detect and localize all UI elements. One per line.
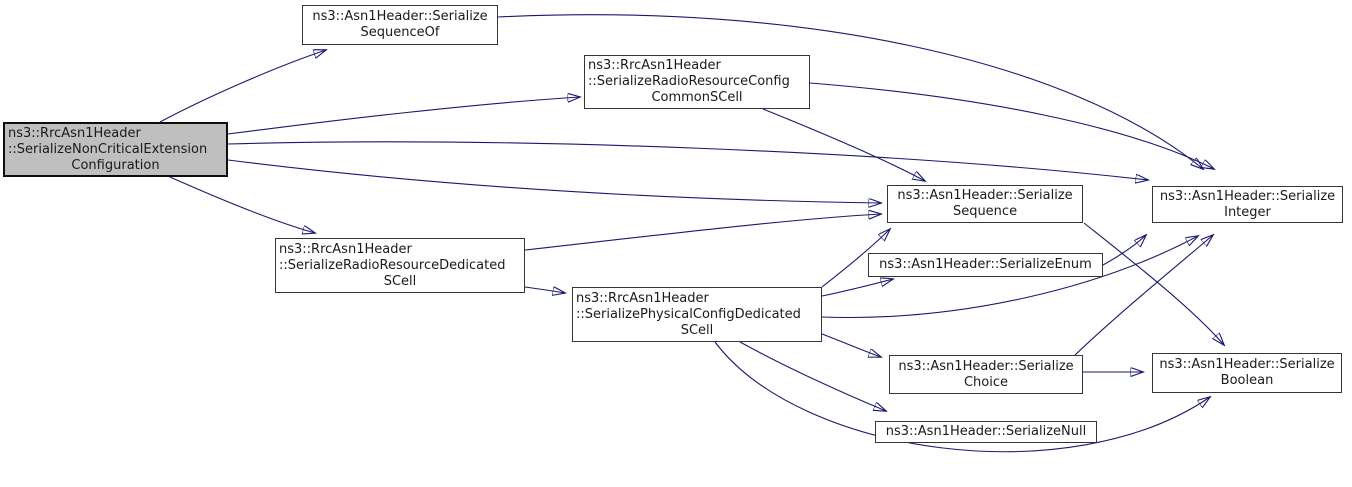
node-label-line: ns3::Asn1Header::Serialize — [897, 188, 1073, 203]
edge-noncriticalextension-to-integer — [227, 141, 1148, 180]
node-label-line: ns3::Asn1Header::Serialize — [1159, 188, 1336, 204]
node-label-line: ::SerializeRadioResourceConfig — [588, 74, 790, 89]
node-serialize-null[interactable]: ns3::Asn1Header::SerializeNull — [875, 421, 1097, 443]
edge-radioresourcededicatedscell-to-physicalconfigdedicatedscell — [524, 286, 565, 293]
edge-physicalconfigdedicatedscell-to-integer — [821, 236, 1198, 319]
node-serialize-enum[interactable]: ns3::Asn1Header::SerializeEnum — [868, 253, 1103, 277]
node-serialize-non-critical-extension-configuration[interactable]: ns3::RrcAsn1Header ::SerializeNonCritica… — [3, 122, 228, 177]
edge-noncriticalextension-to-radioresourceconfigcommonscell — [227, 97, 580, 135]
node-label-line: ns3::RrcAsn1Header — [588, 58, 721, 73]
edge-noncriticalextension-to-radioresourcededicatedscell — [169, 176, 315, 233]
node-label-line: SCell — [383, 273, 417, 289]
node-serialize-radio-resource-config-common-scell[interactable]: ns3::RrcAsn1Header ::SerializeRadioResou… — [584, 55, 810, 109]
node-label-line: ns3::RrcAsn1Header — [8, 125, 141, 141]
node-label-line: ns3::Asn1Header::Serialize — [898, 358, 1074, 374]
node-label-line: ns3::Asn1Header::SerializeNull — [885, 424, 1087, 439]
node-label-line: Integer — [1224, 204, 1271, 220]
edge-choice-to-integer — [1074, 235, 1213, 356]
node-label-line: CommonSCell — [651, 90, 743, 105]
node-label-line: ns3::RrcAsn1Header — [279, 241, 412, 257]
node-label-line: ns3::Asn1Header::Serialize — [1159, 357, 1335, 372]
node-label-line: Boolean — [1220, 373, 1274, 388]
edge-radioresourceconfigcommonscell-to-sequence — [762, 108, 925, 181]
node-label-line: ::SerializeRadioResourceDedicated — [279, 257, 506, 273]
node-serialize-boolean[interactable]: ns3::Asn1Header::Serialize Boolean — [1152, 353, 1342, 393]
node-serialize-integer[interactable]: ns3::Asn1Header::Serialize Integer — [1152, 186, 1343, 223]
edge-physicalconfigdedicatedscell-to-choice — [821, 333, 881, 357]
node-label-line: SCell — [680, 322, 714, 338]
node-label-line: ::SerializePhysicalConfigDedicated — [576, 306, 801, 322]
edge-sequence-to-boolean — [1083, 222, 1224, 345]
edge-physicalconfigdedicatedscell-to-enum — [821, 279, 893, 297]
node-label-line: ns3::Asn1Header::SerializeEnum — [879, 257, 1092, 272]
node-label-line: Choice — [963, 374, 1009, 390]
edge-radioresourcededicatedscell-to-sequence — [524, 214, 881, 251]
edge-physicalconfigdedicatedscell-to-null — [739, 341, 886, 411]
edge-sequenceof-to-integer — [497, 14, 1203, 169]
node-serialize-choice[interactable]: ns3::Asn1Header::Serialize Choice — [889, 355, 1083, 394]
edge-noncriticalextension-to-sequence — [227, 159, 881, 203]
edge-enum-to-integer — [1102, 235, 1146, 266]
node-serialize-physical-config-dedicated-scell[interactable]: ns3::RrcAsn1Header ::SerializePhysicalCo… — [572, 287, 822, 342]
node-label-line: SequenceOf — [360, 25, 440, 40]
node-label-line: ns3::Asn1Header::Serialize — [312, 9, 488, 24]
node-serialize-sequence[interactable]: ns3::Asn1Header::Serialize Sequence — [887, 185, 1083, 223]
node-label-line: Sequence — [952, 204, 1018, 219]
edge-physicalconfigdedicatedscell-to-sequence — [821, 229, 890, 288]
node-serialize-sequence-of[interactable]: ns3::Asn1Header::Serialize SequenceOf — [302, 5, 498, 45]
edge-physicalconfigdedicatedscell-to-boolean — [714, 341, 1210, 453]
edge-noncriticalextension-to-sequenceof — [159, 50, 326, 123]
node-serialize-radio-resource-dedicated-scell[interactable]: ns3::RrcAsn1Header ::SerializeRadioResou… — [275, 238, 525, 293]
node-label-line: ::SerializeNonCriticalExtension — [8, 141, 208, 157]
node-label-line: ns3::RrcAsn1Header — [576, 290, 709, 306]
node-label-line: Configuration — [71, 157, 160, 173]
edge-radioresourceconfigcommonscell-to-integer — [809, 82, 1214, 169]
